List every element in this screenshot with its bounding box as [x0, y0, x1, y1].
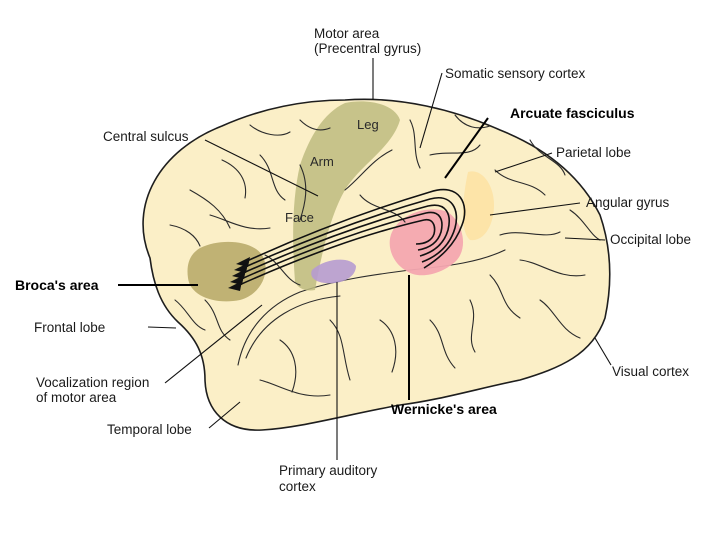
temporal-lobe-edge: [245, 295, 341, 359]
label-vocalization-region: Vocalization region: [36, 375, 149, 390]
lateral-sulcus: [237, 249, 506, 366]
brain-outline: [142, 98, 611, 431]
label-frontal-lobe: Frontal lobe: [34, 320, 105, 335]
fiber-arrowheads: [228, 257, 250, 291]
motor-arm-label: Arm: [310, 154, 334, 169]
label-auditory-cortex: cortex: [279, 479, 316, 494]
label-visual-cortex: Visual cortex: [612, 364, 689, 379]
label-parietal-lobe: Parietal lobe: [556, 145, 631, 160]
leader-lines: [118, 58, 612, 460]
label-wernickes-area: Wernicke's area: [391, 401, 497, 417]
primary-auditory-cortex-region: [311, 259, 356, 284]
gyri-pattern: [169, 114, 601, 397]
label-central-sulcus: Central sulcus: [103, 129, 189, 144]
arcuate-fasciculus-fibers: [236, 189, 466, 287]
label-arcuate-fasciculus: Arcuate fasciculus: [510, 105, 635, 121]
label-angular-gyrus: Angular gyrus: [586, 195, 670, 210]
label-temporal-lobe: Temporal lobe: [107, 422, 192, 437]
angular-gyrus-region: [463, 171, 494, 241]
label-motor-area: Motor area: [314, 26, 380, 41]
label-brocas-area: Broca's area: [15, 277, 99, 293]
label-occipital-lobe: Occipital lobe: [610, 232, 691, 247]
motor-area-region: [293, 101, 400, 291]
label-of-motor-area: of motor area: [36, 390, 117, 405]
label-primary-auditory: Primary auditory: [279, 463, 378, 478]
label-precentral-gyrus: (Precentral gyrus): [314, 41, 421, 56]
motor-leg-label: Leg: [357, 117, 379, 132]
motor-face-label: Face: [285, 210, 314, 225]
label-somatic-sensory-cortex: Somatic sensory cortex: [445, 66, 586, 81]
brocas-area-region: [187, 241, 266, 302]
